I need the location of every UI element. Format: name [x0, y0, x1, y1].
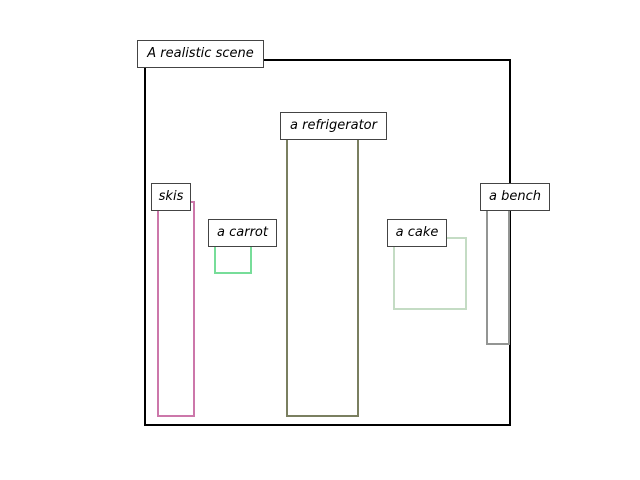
label-bench: a bench — [480, 183, 550, 211]
box-cake — [393, 237, 467, 310]
label-refrigerator: a refrigerator — [280, 112, 387, 140]
label-skis: skis — [151, 183, 191, 211]
scene-caption: A realistic scene — [137, 40, 264, 68]
scene-frame — [144, 59, 511, 426]
box-bench — [486, 201, 510, 345]
label-carrot: a carrot — [208, 219, 277, 247]
box-skis — [157, 201, 195, 417]
label-cake: a cake — [387, 219, 447, 247]
box-refrigerator — [286, 129, 359, 417]
